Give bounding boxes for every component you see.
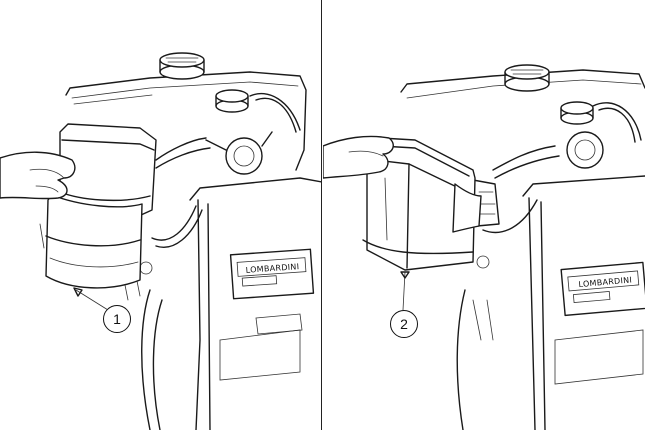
- panel-left: LOMBARDINI 1: [0, 0, 322, 430]
- panel-right: LOMBARDINI 2: [323, 0, 645, 430]
- brand-plate-text: LOMBARDINI: [245, 262, 299, 275]
- callout-1: 1: [103, 305, 131, 333]
- engine-drawing-right: LOMBARDINI: [323, 64, 645, 430]
- callout-2: 2: [390, 310, 418, 338]
- engine-drawing-left: LOMBARDINI: [0, 52, 321, 430]
